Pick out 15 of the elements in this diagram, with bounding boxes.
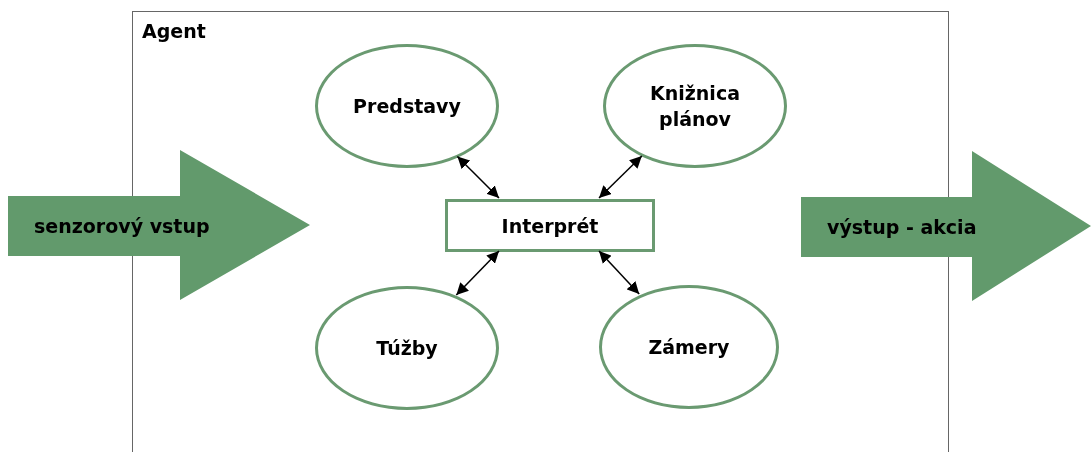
node-label: Predstavy: [353, 94, 461, 119]
node-label: senzorový vstup: [34, 214, 210, 239]
double-arrow: [598, 250, 640, 295]
node-label: Knižnica plánov: [649, 81, 741, 132]
block-arrow: [801, 151, 1091, 301]
node-label: Zámery: [648, 335, 730, 360]
process-box: [445, 199, 655, 252]
node-label: Túžby: [376, 336, 438, 361]
node-label: výstup - akcia: [827, 215, 977, 240]
double-arrow: [598, 155, 643, 199]
block-arrow: [8, 150, 310, 300]
node-label: Agent: [142, 20, 206, 42]
node-label: Interprét: [501, 213, 599, 239]
double-arrow: [456, 155, 500, 199]
double-arrow: [455, 250, 500, 296]
